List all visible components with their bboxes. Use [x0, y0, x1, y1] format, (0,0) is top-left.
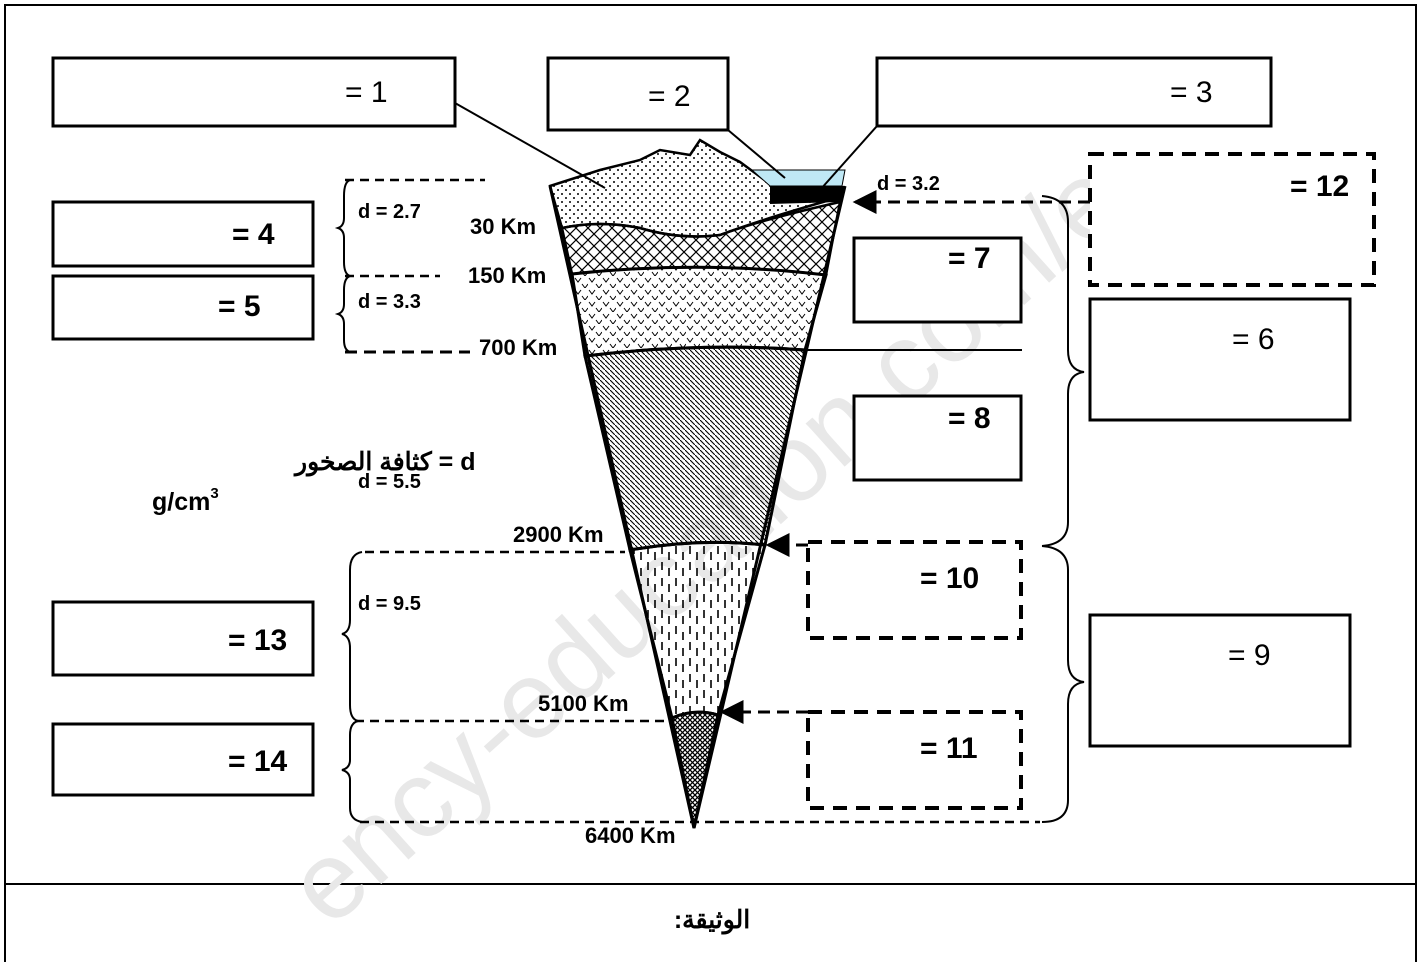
- brace-4: [334, 179, 351, 277]
- brace-13: [341, 551, 363, 722]
- brace-5: [334, 275, 351, 353]
- pointer-line-2: [727, 129, 786, 179]
- upper-mantle-layer: [570, 265, 828, 358]
- label-1: = 1: [345, 76, 388, 109]
- label-9: = 9: [1228, 639, 1271, 672]
- depth-150km: 150 Km: [468, 263, 546, 288]
- depth-6400km: 6400 Km: [585, 823, 676, 848]
- label-5: = 5: [218, 290, 261, 323]
- label-box-13[interactable]: [51, 600, 315, 677]
- density-9-5: d = 9.5: [358, 593, 421, 615]
- density-2-7: d = 2.7: [358, 201, 421, 223]
- oceanic-crust-layer: [770, 186, 845, 204]
- density-legend: d = كثافة الصخور: [293, 448, 476, 477]
- document-caption: الوثيقة:: [674, 906, 750, 935]
- depth-2900km: 2900 Km: [513, 522, 604, 547]
- density-unit: g/cm3: [152, 485, 219, 516]
- label-box-11[interactable]: [806, 710, 1023, 810]
- page-border: [4, 4, 1417, 962]
- density-unit-text: g/cm: [152, 488, 210, 516]
- label-box-1[interactable]: [51, 56, 457, 128]
- label-box-8[interactable]: [852, 394, 1023, 482]
- density-unit-sup: 3: [210, 485, 218, 502]
- depth-30km: 30 Km: [470, 214, 536, 239]
- wedge-outline: [548, 185, 847, 829]
- label-3: = 3: [1170, 76, 1213, 109]
- label-12: = 12: [1290, 170, 1349, 203]
- inner-core-layer: [670, 710, 720, 829]
- label-7: = 7: [948, 242, 991, 275]
- label-10: = 10: [920, 562, 979, 595]
- label-box-4[interactable]: [51, 200, 315, 268]
- density-3-3: d = 3.3: [358, 291, 421, 313]
- pointer-line-3: [819, 125, 878, 191]
- label-6: = 6: [1232, 323, 1275, 356]
- brace-14: [341, 720, 363, 823]
- label-box-7[interactable]: [852, 236, 1023, 324]
- label-14: = 14: [228, 745, 288, 778]
- label-box-12[interactable]: [1088, 152, 1376, 287]
- label-4: = 4: [232, 218, 275, 251]
- brace-9: [1041, 545, 1085, 823]
- density-3-2: d = 3.2: [877, 173, 940, 195]
- label-8: = 8: [948, 402, 991, 435]
- label-box-14[interactable]: [51, 722, 315, 797]
- density-5-5: d = 5.5: [358, 471, 421, 493]
- depth-5100km: 5100 Km: [538, 691, 629, 716]
- pointer-line-1: [454, 102, 606, 189]
- depth-700km: 700 Km: [479, 335, 557, 360]
- label-box-6[interactable]: [1088, 297, 1352, 422]
- label-box-10[interactable]: [806, 540, 1023, 640]
- label-2: = 2: [648, 80, 691, 113]
- label-box-2[interactable]: [546, 56, 730, 132]
- label-13: = 13: [228, 624, 287, 657]
- label-box-5[interactable]: [51, 274, 315, 341]
- label-box-3[interactable]: [875, 56, 1273, 128]
- brace-6: [1041, 195, 1085, 547]
- label-11: = 11: [920, 732, 978, 765]
- label-box-9[interactable]: [1088, 613, 1352, 748]
